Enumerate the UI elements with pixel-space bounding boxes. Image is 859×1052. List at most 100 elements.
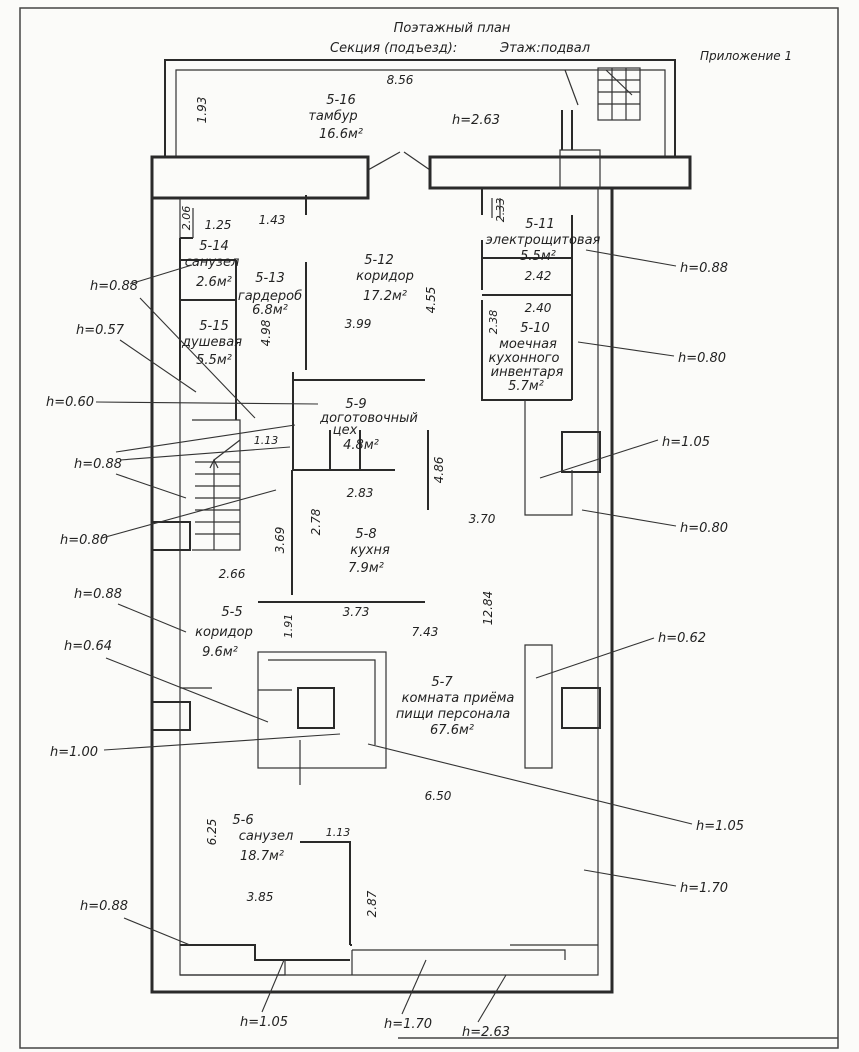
room-5-7: 5-7 комната приёма пищи персонала 67.6м² [396,675,515,738]
svg-text:доготовочный: доготовочный [319,411,418,426]
room-5-6: 5-6 санузел 18.7м² [232,813,293,864]
room-labels: 5-16 тамбур 16.6м² 5-14 санузел 2.6м² 5-… [181,93,601,864]
svg-text:9.6м²: 9.6м² [202,645,238,660]
svg-text:h=0.60: h=0.60 [46,395,94,410]
dimension-label: 2.38 [487,310,500,335]
svg-text:коридор: коридор [195,625,253,640]
height-callout: h=0.88 [90,264,256,419]
svg-text:5-11: 5-11 [525,217,555,232]
svg-text:h=0.80: h=0.80 [680,521,728,536]
svg-text:коридор: коридор [356,269,414,284]
svg-text:2.6м²: 2.6м² [196,275,232,290]
svg-text:h=0.88: h=0.88 [74,587,122,602]
height-callout: h=0.88 [74,424,296,499]
height-callout: h=1.05 [539,435,710,479]
svg-text:тамбур: тамбур [308,109,357,124]
height-callout: h=1.05 [240,959,288,1030]
height-callout: h=0.62 [535,631,706,679]
svg-text:5.7м²: 5.7м² [508,379,544,394]
svg-text:h=0.88: h=0.88 [80,899,128,914]
height-callout: h=0.80 [581,509,728,536]
svg-text:санузел: санузел [239,829,294,844]
height-callout: h=1.05 [367,743,744,834]
svg-text:h=0.88: h=0.88 [74,457,122,472]
svg-text:5-10: 5-10 [520,321,550,336]
svg-text:h=0.88: h=0.88 [90,279,138,294]
svg-text:5-5: 5-5 [221,605,242,620]
svg-text:h=2.63: h=2.63 [462,1025,510,1040]
dimension-label: 7.43 [412,625,439,639]
svg-text:кухонного: кухонного [489,351,560,366]
room-5-5: 5-5 коридор 9.6м² [195,605,253,660]
height-callout: h=0.64 [64,639,269,723]
svg-text:5-9: 5-9 [345,397,366,412]
vestibule-walls [164,59,676,185]
dimension-label: 2.66 [219,567,246,581]
svg-text:цех: цех [333,423,358,438]
svg-text:5-16: 5-16 [326,93,356,108]
dimension-label: 6.25 [205,819,219,846]
svg-text:инвентаря: инвентаря [491,365,564,380]
dimension-label: 1.13 [326,826,351,839]
height-callout: h=1.70 [384,959,432,1032]
height-callout: h=1.00 [50,733,341,760]
svg-text:кухня: кухня [350,543,390,558]
height-callout: h=2.63 [462,974,510,1040]
svg-text:комната приёма: комната приёма [402,691,515,706]
dimension-labels: 8.56 1.93 2.06 1.25 1.43 2.33 2.42 2.40 … [180,73,552,917]
sheet-frame [19,7,839,1049]
room-5-15: 5-15 душевая 5.5м² [181,319,242,368]
svg-text:h=1.05: h=1.05 [696,819,744,834]
svg-text:18.7м²: 18.7м² [240,849,284,864]
dimension-label: 2.33 [494,198,507,223]
svg-text:пищи персонала: пищи персонала [396,707,510,722]
height-callout: h=0.80 [577,341,726,366]
height-callout: h=0.80 [60,489,277,548]
svg-text:5-14: 5-14 [199,239,229,254]
svg-text:h=1.05: h=1.05 [662,435,710,450]
dimension-label: 1.13 [254,434,279,447]
dimension-label: 3.85 [247,890,274,904]
dimension-label: 2.78 [309,508,323,535]
height-callout: h=0.88 [80,899,191,946]
room-5-13: 5-13 гардероб 6.8м² [238,271,302,318]
svg-text:моечная: моечная [499,337,557,352]
svg-text:h=0.62: h=0.62 [658,631,706,646]
dimension-label: 6.50 [425,789,452,803]
dimension-label: 2.83 [347,486,374,500]
room-5-11: 5-11 электрощитовая 5.5м² [486,217,601,264]
svg-text:h=0.88: h=0.88 [680,261,728,276]
svg-text:5.5м²: 5.5м² [520,249,556,264]
svg-text:5-15: 5-15 [199,319,229,334]
svg-text:4.8м²: 4.8м² [343,438,379,453]
svg-text:h=1.00: h=1.00 [50,745,98,760]
svg-text:5.5м²: 5.5м² [196,353,232,368]
height-callout: h=0.60 [46,395,319,410]
svg-text:17.2м²: 17.2м² [363,289,407,304]
dimension-label: 3.99 [345,317,372,331]
svg-text:h=0.80: h=0.80 [678,351,726,366]
dimension-label: 4.98 [259,319,273,346]
svg-text:h=1.70: h=1.70 [384,1017,432,1032]
dimension-label: 1.91 [282,614,295,639]
dimension-label: 1.43 [259,213,286,227]
svg-text:h=1.70: h=1.70 [680,881,728,896]
svg-text:h=0.64: h=0.64 [64,639,112,654]
dimension-label: 3.70 [469,512,496,526]
dimension-label: 12.84 [481,591,495,625]
room-5-8: 5-8 кухня 7.9м² [348,527,390,576]
dimension-label: 3.73 [343,605,370,619]
height-annotations: h=2.63 h=0.88 h=0.57 h=0.60 h=0.88 h=0.8… [46,113,744,1040]
dimension-label: 8.56 [387,73,414,87]
dimension-label: 1.25 [205,218,232,232]
svg-text:санузел: санузел [185,255,240,270]
svg-text:16.6м²: 16.6м² [319,127,363,142]
height-callout: h=0.88 [585,249,728,276]
room-5-10: 5-10 моечная кухонного инвентаря 5.7м² [489,321,564,394]
room-5-12: 5-12 коридор 17.2м² [356,253,414,304]
dimension-label: 1.93 [195,97,209,124]
height-callout: h=0.57 [76,323,197,393]
appendix-label: Приложение 1 [700,49,792,63]
room-5-9: 5-9 доготовочный цех 4.8м² [319,397,418,453]
